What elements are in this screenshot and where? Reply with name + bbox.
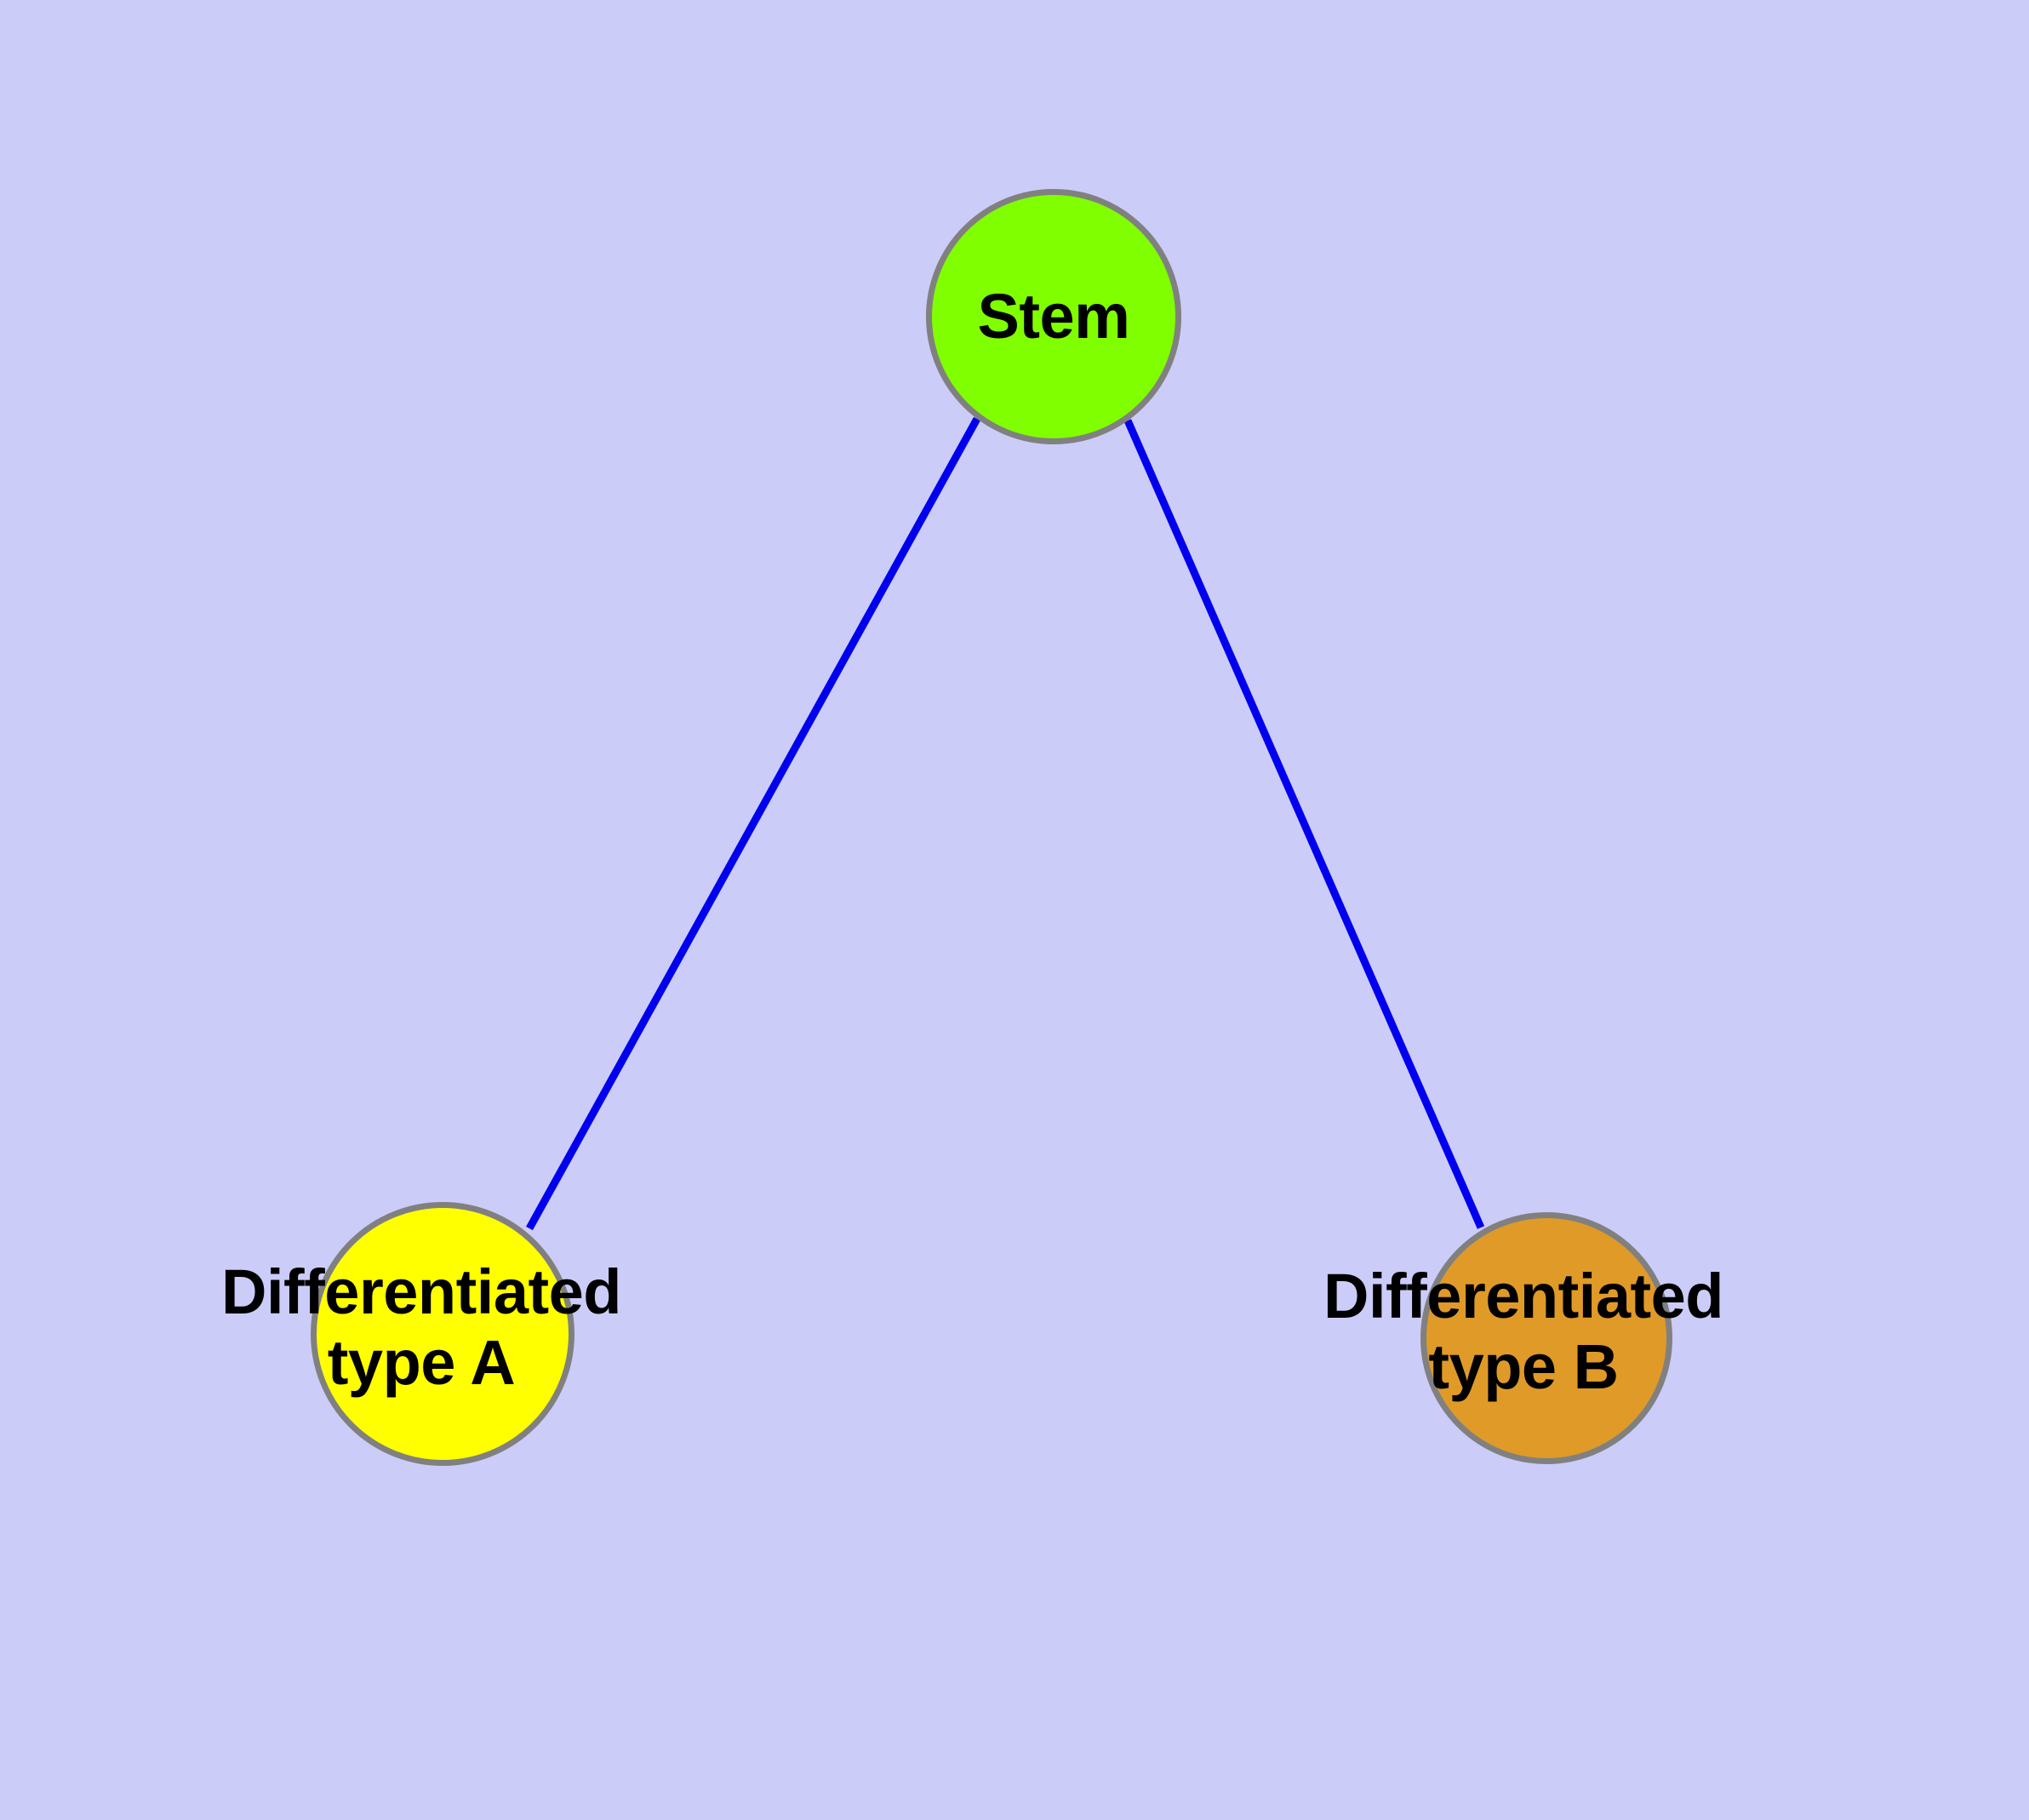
node-differentiated-type-b[interactable] [1420, 1212, 1672, 1464]
node-differentiated-type-a[interactable] [311, 1202, 574, 1466]
node-stem[interactable] [926, 189, 1181, 444]
edge-stem-to-diff-b[interactable] [1123, 419, 1485, 1229]
edge-stem-to-diff-a[interactable] [526, 416, 980, 1231]
